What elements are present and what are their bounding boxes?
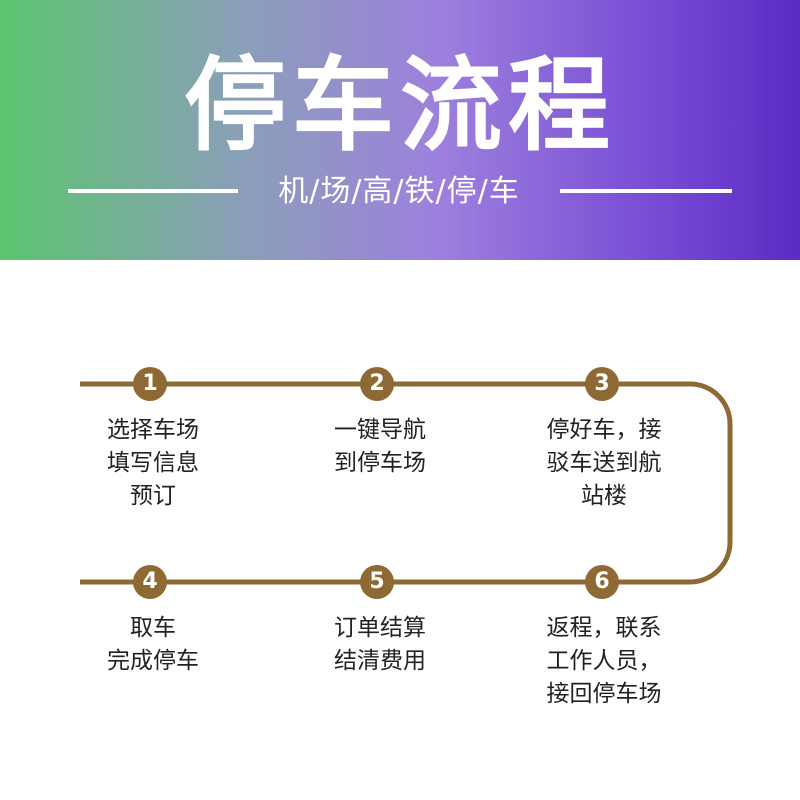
step-2-line-2: 到停车场 <box>334 450 426 476</box>
step-4-line-1: 取车 <box>130 615 176 641</box>
step-6-line-2: 工作人员， <box>546 648 662 674</box>
step-3-line-3: 站楼 <box>581 483 627 509</box>
flow-line-side <box>689 424 733 585</box>
step-4-number-badge: 4 <box>133 565 167 599</box>
step-6-line-3: 接回停车场 <box>546 681 662 707</box>
page-title: 停车流程 <box>184 47 616 166</box>
step-5-line-1: 订单结算 <box>334 615 426 641</box>
subtitle-divider-right <box>560 189 732 193</box>
step-4-text: 取车 完成停车 <box>73 612 233 678</box>
step-2-number-badge: 2 <box>360 367 394 401</box>
flow-line-top <box>80 381 733 425</box>
header-banner: 停车流程 机/场/高/铁/停/车 <box>0 0 800 260</box>
step-1-line-3: 预订 <box>130 483 176 509</box>
step-3-text: 停好车，接 驳车送到航 站楼 <box>524 414 684 513</box>
page-subtitle: 机/场/高/铁/停/车 <box>278 174 520 209</box>
step-5-number-badge: 5 <box>360 565 394 599</box>
step-1-text: 选择车场 填写信息 预订 <box>73 414 233 513</box>
step-2-text: 一键导航 到停车场 <box>300 414 460 480</box>
step-1-line-1: 选择车场 <box>107 417 199 443</box>
step-5-text: 订单结算 结清费用 <box>300 612 460 678</box>
step-3-number-badge: 3 <box>585 367 619 401</box>
step-3-line-2: 驳车送到航 <box>546 450 662 476</box>
step-6-number-badge: 6 <box>585 565 619 599</box>
step-6-text: 返程，联系 工作人员， 接回停车场 <box>524 612 684 711</box>
step-5-line-2: 结清费用 <box>334 648 426 674</box>
step-3-line-1: 停好车，接 <box>546 417 662 443</box>
step-2-line-1: 一键导航 <box>334 417 426 443</box>
step-1-line-2: 填写信息 <box>107 450 199 476</box>
subtitle-divider-left <box>68 189 238 193</box>
step-6-line-1: 返程，联系 <box>546 615 662 641</box>
step-1-number-badge: 1 <box>133 367 167 401</box>
step-4-line-2: 完成停车 <box>107 648 199 674</box>
